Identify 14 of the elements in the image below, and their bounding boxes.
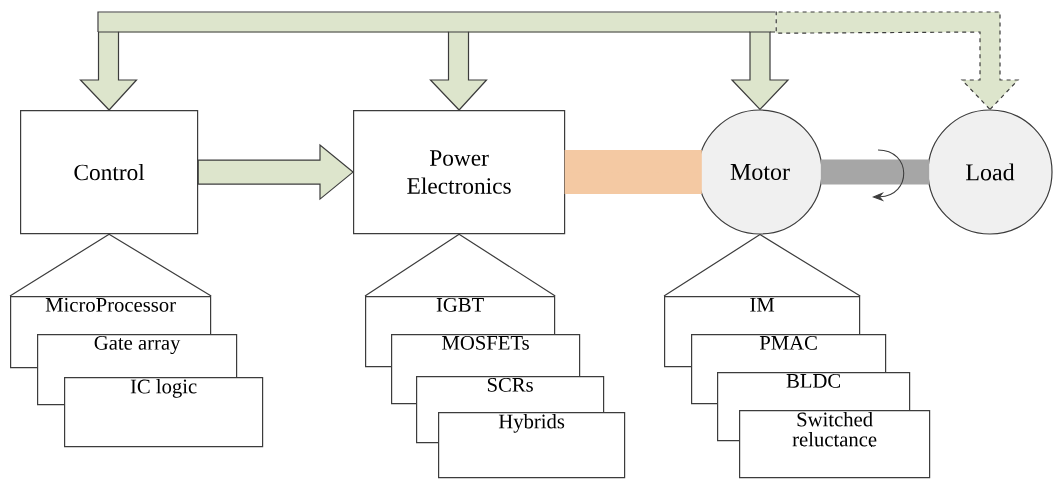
category-box: Hybrids bbox=[438, 412, 626, 479]
motor-shaft bbox=[820, 159, 930, 185]
process-box: Power Electronics bbox=[353, 110, 566, 235]
bus-bar bbox=[97, 11, 776, 33]
category-box: Switched reluctance bbox=[739, 410, 931, 479]
branch-arrow bbox=[79, 31, 138, 111]
branch-arrow bbox=[429, 31, 488, 111]
tree-connector bbox=[364, 233, 556, 297]
process-box: Control bbox=[20, 110, 199, 235]
block-arrow bbox=[197, 143, 354, 201]
power-cable bbox=[564, 150, 702, 194]
tree-connector bbox=[9, 233, 212, 297]
tree-connector bbox=[663, 234, 861, 297]
category-box: IC logic bbox=[64, 377, 264, 448]
